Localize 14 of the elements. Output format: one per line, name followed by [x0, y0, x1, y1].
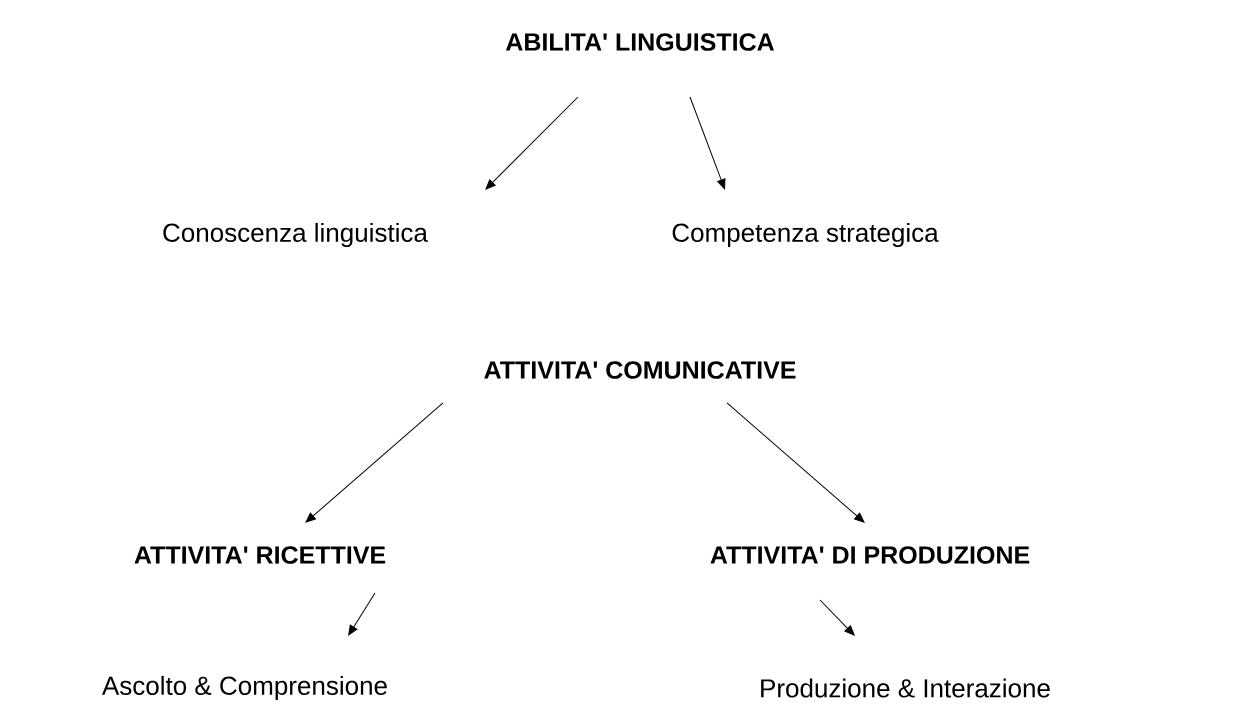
heading-text: ABILITA' LINGUISTICA [505, 33, 775, 51]
arrow [348, 592, 376, 636]
arrow [689, 96, 726, 190]
arrow [305, 402, 444, 523]
item-text: Ascolto & Comprensione [102, 675, 387, 701]
arrow [485, 96, 579, 190]
item-text: Produzione & Interazione [761, 678, 1050, 698]
heading-text: ATTIVITA' DI PRODUZIONE [710, 546, 1030, 564]
item-text: Conoscenza linguistica [163, 222, 428, 248]
arrow [819, 599, 855, 636]
item-text: Competenza strategica [672, 222, 939, 248]
heading-text: ATTIVITA' COMUNICATIVE [484, 361, 796, 379]
arrow [726, 402, 865, 523]
heading-text: ATTIVITA' RICETTIVE [134, 546, 386, 564]
